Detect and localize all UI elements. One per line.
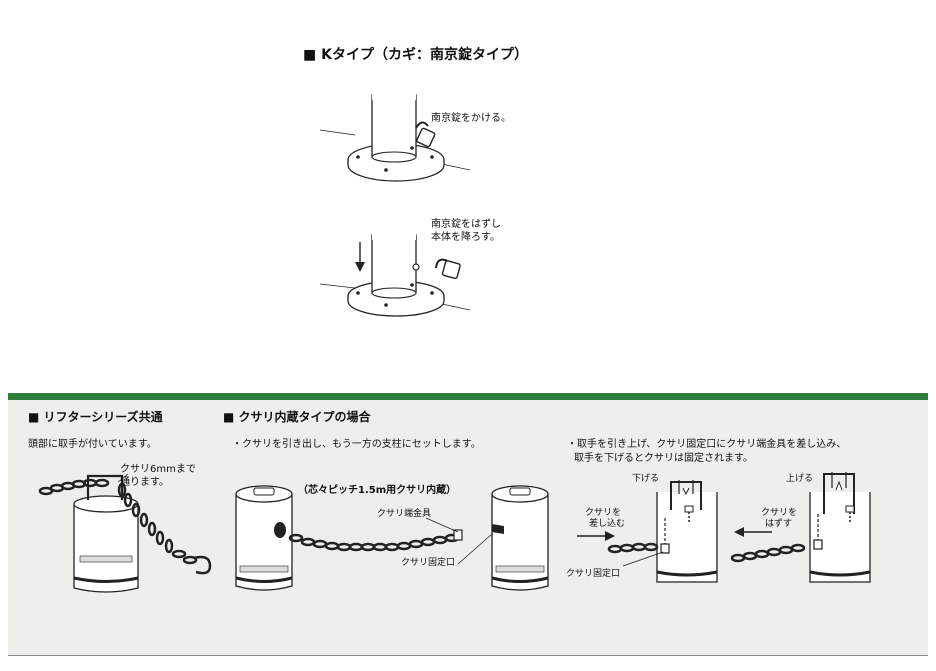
lifter-chain-note-line2: 通ります。 xyxy=(120,477,169,488)
chain-builtin-pitch-label: （芯々ピッチ1.5m用クサリ内蔵） xyxy=(298,485,457,496)
k-type-step2-note-line1: 南京錠をはずし xyxy=(431,219,501,230)
lifter-heading: ■ リフターシリーズ共通 xyxy=(28,410,163,424)
chain-fixing-port-label: クサリ固定口 xyxy=(566,569,621,579)
lifter-chain-note-line1: クサリ6mmまで xyxy=(120,464,196,475)
lifter-desc: 頭部に取手が付いています。 xyxy=(28,439,157,450)
k-type-step1-note: 南京錠をかける。 xyxy=(431,113,511,124)
chain-fixing-raise-label: 上げる xyxy=(786,474,814,484)
chain-fixing-raise-illustration xyxy=(730,472,871,583)
chain-end-fitting-label: クサリ端金具 xyxy=(377,509,432,519)
chain-builtin-fixing-port-label: クサリ固定口 xyxy=(401,558,456,568)
chain-remove-label-line1: クサリを xyxy=(761,508,798,518)
lifter-post-illustration xyxy=(38,473,212,593)
k-type-post-locked-illustration xyxy=(319,94,471,182)
chain-fixing-lower-illustration xyxy=(577,480,718,583)
usage-panel xyxy=(8,393,928,656)
chain-fixing-desc-line1: ・取手を引き上げ、クサリ固定口にクサリ端金具を差し込み、 xyxy=(567,439,847,450)
k-type-post-unlocked-illustration xyxy=(319,234,471,317)
chain-remove-label-line2: はずす xyxy=(765,519,793,529)
chain-builtin-heading: ■ クサリ内蔵タイプの場合 xyxy=(223,410,371,424)
chain-fixing-desc-line2: 取手を下げるとクサリは固定されます。 xyxy=(574,453,753,464)
k-type-heading: ■ Kタイプ（カギ：南京錠タイプ） xyxy=(303,47,528,63)
chain-insert-label-line1: クサリを xyxy=(585,508,622,518)
k-type-step2-note-line2: 本体を降ろす。 xyxy=(431,232,500,243)
chain-fixing-lower-label: 下げる xyxy=(632,474,660,484)
chain-builtin-desc: ・クサリを引き出し、もう一方の支柱にセットします。 xyxy=(232,439,481,450)
chain-insert-label-line2: 差し込む xyxy=(589,519,626,529)
chain-builtin-illustration xyxy=(235,485,549,591)
